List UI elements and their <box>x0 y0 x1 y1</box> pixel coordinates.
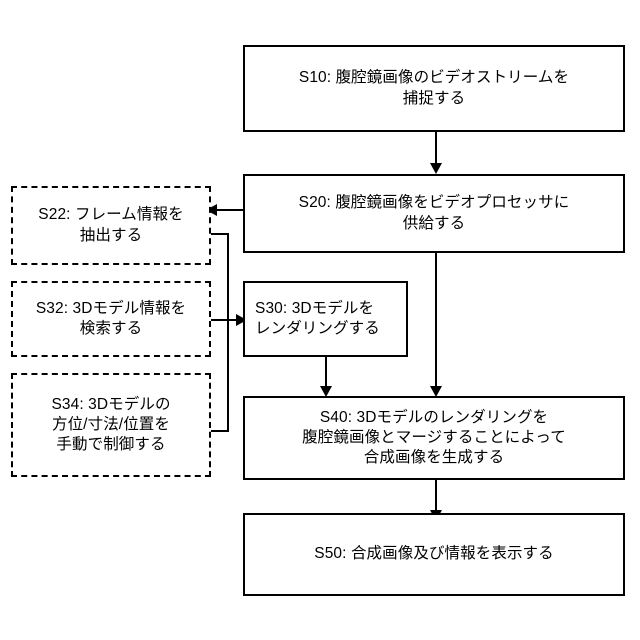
edge-s40-to-s50-line <box>435 480 437 513</box>
edge-s22-to-rail-line <box>211 233 229 235</box>
edge-s20-to-s40-arrowhead <box>430 386 442 397</box>
node-s32-label: S32: 3Dモデル情報を 検索する <box>35 299 187 337</box>
node-s40-label: S40: 3Dモデルのレンダリングを 腹腔鏡画像とマージすることによって 合成画… <box>302 408 566 467</box>
node-s40[interactable]: S40: 3Dモデルのレンダリングを 腹腔鏡画像とマージすることによって 合成画… <box>243 396 625 480</box>
node-s50[interactable]: S50: 合成画像及び情報を表示する <box>243 513 625 596</box>
node-s22-label: S22: フレーム情報を 抽出する <box>38 206 184 244</box>
edge-rail-vertical-lower <box>227 319 229 432</box>
edge-s30-to-s40-arrowhead <box>320 386 332 397</box>
edge-rail-to-s30-arrowhead <box>236 314 247 326</box>
node-s34[interactable]: S34: 3Dモデルの 方位/寸法/位置を 手動で制御する <box>11 373 211 477</box>
edge-rail-vertical-upper <box>227 233 229 320</box>
edge-s30-to-s40-line <box>325 357 327 389</box>
node-s22[interactable]: S22: フレーム情報を 抽出する <box>11 186 211 265</box>
edge-s34-to-rail-line <box>211 430 229 432</box>
node-s20[interactable]: S20: 腹腔鏡画像をビデオプロセッサに 供給する <box>243 174 625 253</box>
node-s32[interactable]: S32: 3Dモデル情報を 検索する <box>11 281 211 357</box>
node-s20-label: S20: 腹腔鏡画像をビデオプロセッサに 供給する <box>298 194 570 232</box>
node-s50-label: S50: 合成画像及び情報を表示する <box>314 545 554 563</box>
node-s30[interactable]: S30: 3Dモデルを レンダリングする <box>243 281 408 357</box>
node-s10-label: S10: 腹腔鏡画像のビデオストリームを 捕捉する <box>298 69 570 107</box>
edge-s20-to-s40-line <box>435 253 437 389</box>
node-s10[interactable]: S10: 腹腔鏡画像のビデオストリームを 捕捉する <box>243 45 625 132</box>
edge-s20-to-s22-arrowhead <box>206 204 217 216</box>
node-s30-label: S30: 3Dモデルを レンダリングする <box>255 299 380 337</box>
edge-s20-to-s22-line <box>213 209 244 211</box>
node-s34-label: S34: 3Dモデルの 方位/寸法/位置を 手動で制御する <box>51 395 171 454</box>
edge-s10-to-s20-line <box>435 132 437 166</box>
edge-s10-to-s20-arrowhead <box>430 163 442 174</box>
